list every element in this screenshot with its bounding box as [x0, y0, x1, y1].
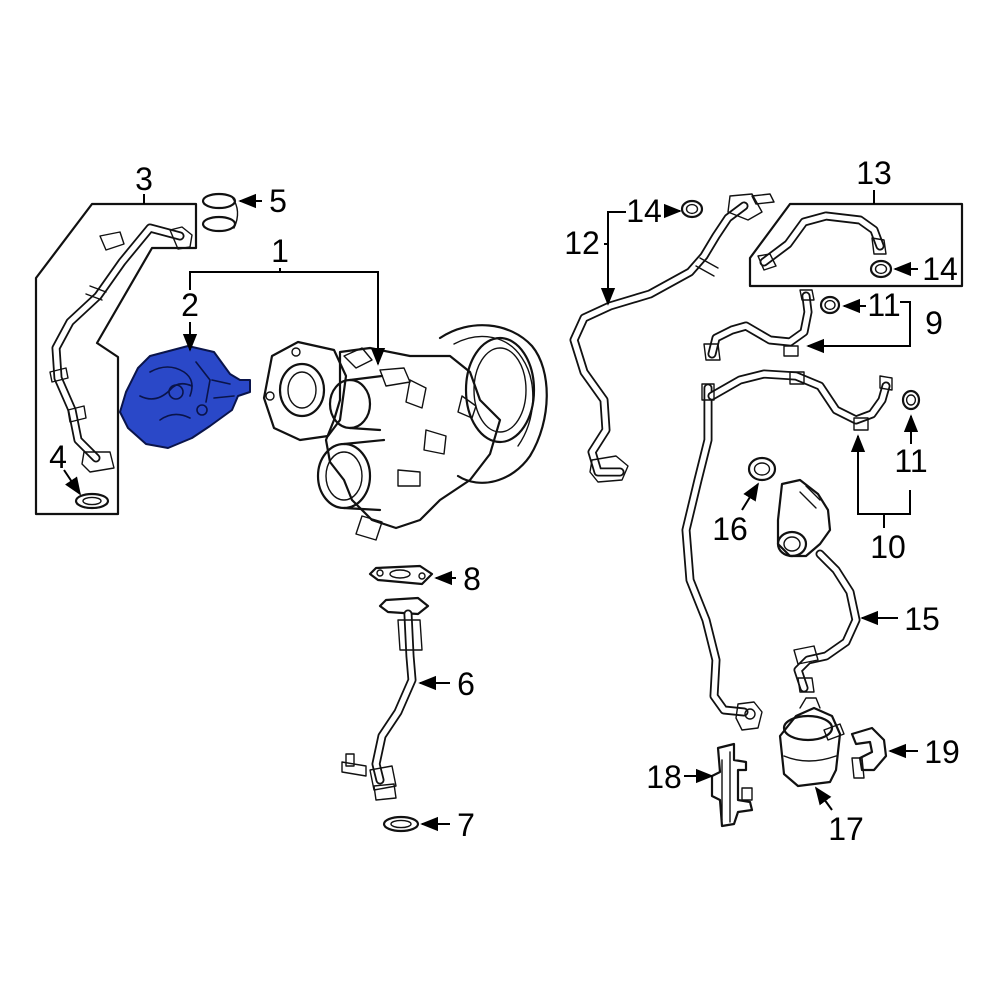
- part-6-oil-return-line[interactable]: [341, 596, 430, 801]
- callout-4: 4: [49, 439, 67, 475]
- part-17-water-pump[interactable]: [778, 697, 845, 788]
- part-11-o-ring-right[interactable]: [901, 389, 921, 411]
- part-7-gasket[interactable]: [382, 815, 420, 833]
- callout-16: 16: [712, 511, 748, 547]
- part-8-gasket[interactable]: [368, 564, 434, 586]
- part-19-clip[interactable]: [850, 726, 888, 779]
- part-11-o-ring-top[interactable]: [819, 295, 841, 315]
- part-12-coolant-pipe[interactable]: [569, 193, 775, 483]
- part-14-o-ring-right[interactable]: [869, 259, 893, 279]
- callout-labels: 1 2 3 4 5 6 7 8 9 10 11 11 12 13 14 14 1…: [49, 155, 960, 847]
- callout-6: 6: [457, 666, 475, 702]
- part-9-coolant-line[interactable]: [703, 289, 815, 361]
- part-4-gasket[interactable]: [74, 492, 110, 510]
- callout-14-left: 14: [626, 193, 662, 229]
- callout-19: 19: [924, 734, 960, 770]
- callout-2: 2: [181, 287, 199, 323]
- part-1-turbocharger[interactable]: [262, 324, 548, 541]
- callout-7: 7: [457, 807, 475, 843]
- callout-14-right: 14: [922, 251, 958, 287]
- part-18-bracket[interactable]: [710, 742, 754, 828]
- leader-lines: [63, 190, 919, 832]
- callout-5: 5: [269, 183, 287, 219]
- part-3-oil-line[interactable]: [49, 223, 193, 473]
- callout-10: 10: [870, 529, 906, 565]
- part-5-seals[interactable]: [201, 192, 239, 233]
- callout-18: 18: [646, 759, 682, 795]
- part-10-coolant-line[interactable]: [681, 369, 893, 731]
- callout-3: 3: [135, 161, 153, 197]
- part-13-coolant-pipe[interactable]: [757, 211, 887, 271]
- part-14-o-ring-left[interactable]: [680, 199, 704, 219]
- group-box-13: [748, 202, 964, 288]
- callout-11-right: 11: [894, 443, 927, 479]
- callout-15: 15: [904, 601, 940, 637]
- part-2-wastegate-actuator[interactable]: [119, 345, 251, 449]
- callout-12: 12: [564, 225, 600, 261]
- group-box-3: [34, 202, 198, 516]
- callout-1: 1: [271, 233, 289, 269]
- part-16-o-ring[interactable]: [747, 456, 777, 482]
- part-15-coolant-hose[interactable]: [776, 478, 861, 693]
- callout-9: 9: [925, 305, 943, 341]
- callout-17: 17: [828, 811, 864, 847]
- callout-8: 8: [463, 561, 481, 597]
- callout-11-top: 11: [867, 287, 900, 323]
- callout-13: 13: [856, 155, 892, 191]
